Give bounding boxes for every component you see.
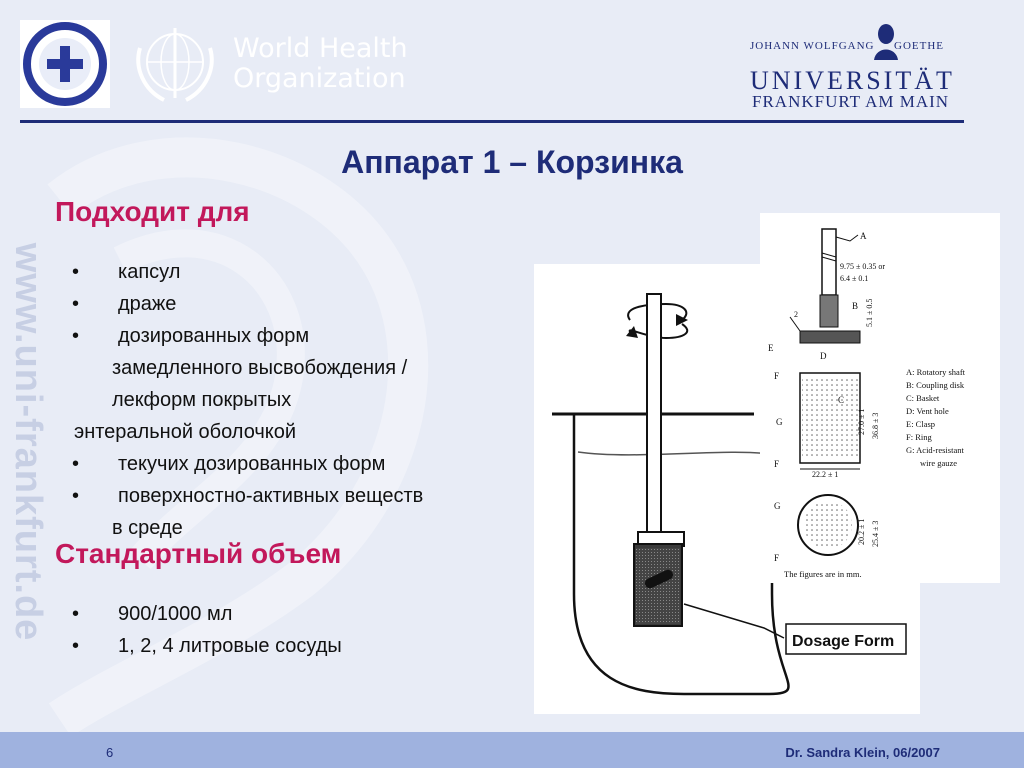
svg-text:C: C — [838, 395, 844, 405]
svg-text:G: G — [774, 501, 781, 511]
slide-title: Аппарат 1 – Корзинка — [341, 144, 683, 180]
legend-item: B: Coupling disk — [906, 380, 965, 390]
svg-text:6.4 ± 0.1: 6.4 ± 0.1 — [840, 274, 868, 283]
legend-item: C: Basket — [906, 393, 940, 403]
who-line1: World Health — [233, 33, 408, 64]
dosage-form-label: Dosage Form — [792, 633, 894, 650]
legend-item: D: Vent hole — [906, 406, 949, 416]
fip-logo-icon: FIP — [23, 22, 107, 106]
svg-text:A: A — [860, 231, 867, 241]
author-credit: Dr. Sandra Klein, 06/2007 — [785, 745, 940, 760]
svg-text:F: F — [774, 371, 779, 381]
svg-text:36.8 ± 3: 36.8 ± 3 — [871, 413, 880, 439]
svg-text:27.0 ± 1: 27.0 ± 1 — [857, 409, 866, 435]
svg-text:E: E — [768, 343, 774, 353]
header-divider — [20, 120, 964, 123]
legend-item: A: Rotatory shaft — [906, 367, 966, 377]
who-logo — [130, 18, 420, 108]
fip-logo: FIP — [20, 20, 110, 108]
who-line2: Organization — [233, 63, 406, 94]
svg-text:5.1 ± 0.5: 5.1 ± 0.5 — [865, 299, 874, 327]
svg-text:20.2 ± 1: 20.2 ± 1 — [857, 519, 866, 545]
svg-text:F: F — [774, 553, 779, 563]
svg-text:2: 2 — [794, 310, 798, 319]
svg-text:25.4 ± 3: 25.4 ± 3 — [871, 521, 880, 547]
goethe-left-text: JOHANN WOLFGANG — [750, 40, 875, 52]
who-name: World Health Organization — [233, 34, 408, 94]
svg-text:F: F — [774, 459, 779, 469]
svg-text:22.2 ± 1: 22.2 ± 1 — [812, 470, 838, 479]
section-volume-heading: Стандартный объем — [55, 538, 342, 569]
legend-item: wire gauze — [920, 458, 957, 468]
svg-text:D: D — [820, 351, 827, 361]
beaker-illustration: Dosage Form — [552, 293, 907, 696]
basket-diagram: A 9.75 ± 0.35 or 6.4 ± 0.1 B 5.1 ± 0.5 2… — [760, 213, 1000, 583]
svg-text:9.75 ± 0.35 or: 9.75 ± 0.35 or — [840, 262, 885, 271]
section-suitable-heading: Подходит для — [55, 196, 250, 227]
footer-bar — [0, 732, 1024, 768]
who-emblem-icon — [136, 28, 214, 102]
goethe-university-text: UNIVERSITÄT — [750, 66, 955, 95]
background-ornament — [47, 137, 429, 737]
legend-item: F: Ring — [906, 432, 932, 442]
goethe-right-text: GOETHE — [894, 40, 944, 52]
goethe-portrait-icon — [874, 24, 898, 60]
side-url-watermark: www.uni-frankfurt.de — [7, 242, 49, 642]
goethe-city-text: FRANKFURT AM MAIN — [752, 92, 950, 111]
goethe-university-logo: JOHANN WOLFGANG GOETHE UNIVERSITÄT FRANK… — [746, 22, 966, 112]
page-number: 6 — [106, 745, 114, 760]
basket-dimension-drawing: A 9.75 ± 0.35 or 6.4 ± 0.1 B 5.1 ± 0.5 2… — [768, 228, 966, 579]
fip-logo-text: FIP — [50, 57, 73, 72]
svg-text:G: G — [776, 417, 783, 427]
legend-item: G: Acid-resistant — [906, 445, 964, 455]
legend-item: E: Clasp — [906, 419, 935, 429]
diagram-note: The figures are in mm. — [784, 569, 862, 579]
svg-text:B: B — [852, 301, 858, 311]
